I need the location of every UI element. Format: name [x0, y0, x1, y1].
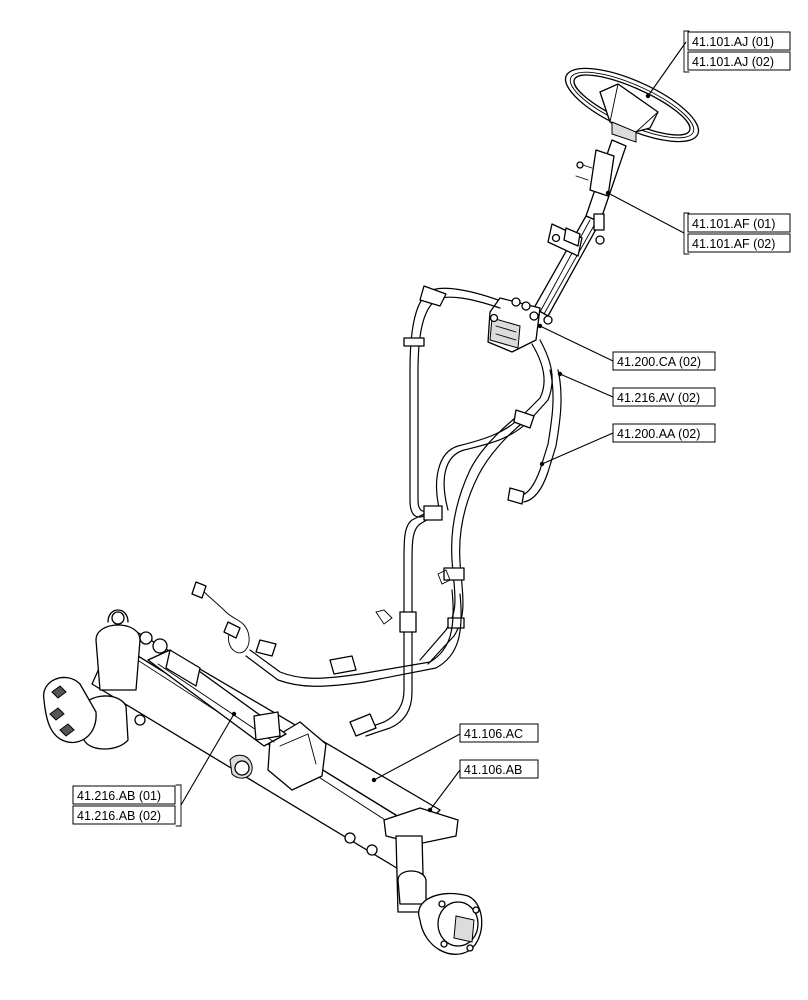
callout-ca-label: 41.200.CA (02) [617, 355, 701, 369]
steering-column [533, 139, 627, 317]
steering-cylinder [147, 638, 287, 747]
callout-av-label: 41.216.AV (02) [617, 391, 700, 405]
callout-cylinder-label-1: 41.216.AB (01) [77, 789, 161, 803]
callout-cylinder: 41.216.AB (01) 41.216.AB (02) [72, 711, 237, 827]
callout-ab: 41.106.AB [427, 759, 539, 813]
front-axle [43, 609, 483, 955]
callout-aa: 41.200.AA (02) [539, 423, 716, 467]
callout-af-label-2: 41.101.AF (02) [692, 237, 775, 251]
steering-wheel [564, 67, 700, 143]
callout-aa-label: 41.200.AA (02) [617, 427, 700, 441]
callout-aj-label-1: 41.101.AJ (01) [692, 35, 774, 49]
callout-ac-label: 41.106.AC [464, 727, 523, 741]
callout-af-label-1: 41.101.AF (01) [692, 217, 775, 231]
steering-valve [487, 297, 553, 353]
callout-af: 41.101.AF (01) 41.101.AF (02) [605, 190, 791, 255]
callout-aj: 41.101.AJ (01) 41.101.AJ (02) [645, 30, 791, 99]
callout-av: 41.216.AV (02) [557, 371, 716, 407]
callout-ac: 41.106.AC [371, 723, 539, 783]
callout-aj-label-2: 41.101.AJ (02) [692, 55, 774, 69]
callout-cylinder-label-2: 41.216.AB (02) [77, 809, 161, 823]
callout-ab-label: 41.106.AB [464, 763, 522, 777]
callout-ca: 41.200.CA (02) [537, 323, 716, 371]
hydraulic-hoses [191, 285, 562, 737]
